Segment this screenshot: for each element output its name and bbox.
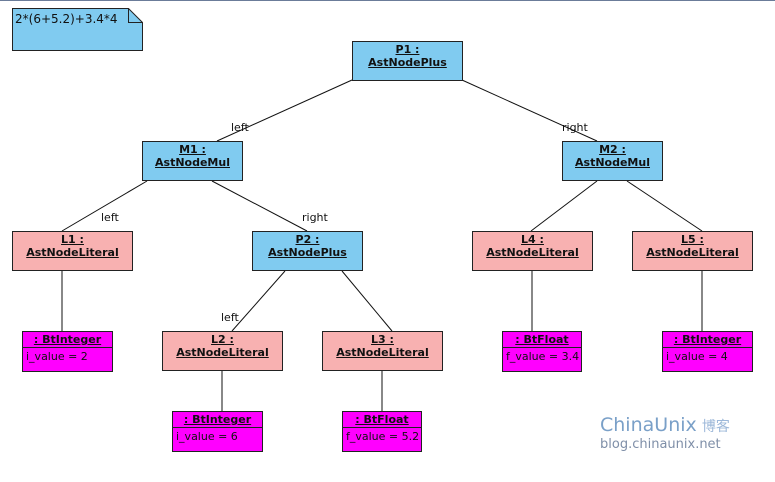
node-p2-name: P2 : bbox=[295, 233, 320, 246]
node-l5-name: L5 : bbox=[681, 233, 704, 246]
value-v2-type: : BtInteger bbox=[173, 412, 262, 428]
value-v3-type: : BtFloat bbox=[343, 412, 421, 428]
node-l4[interactable]: L4 : AstNodeLiteral bbox=[472, 231, 593, 271]
node-p2[interactable]: P2 : AstNodePlus bbox=[252, 231, 363, 271]
edge-m2-l5 bbox=[626, 180, 703, 232]
value-v4-type: : BtFloat bbox=[503, 332, 581, 348]
node-m1-name: M1 : bbox=[179, 143, 206, 156]
node-l1-type: AstNodeLiteral bbox=[26, 246, 119, 259]
top-border-line bbox=[0, 0, 775, 1]
expression-note: 2*(6+5.2)+3.4*4 bbox=[12, 8, 143, 51]
node-p1-type: AstNodePlus bbox=[368, 56, 447, 69]
edge-p1-m1 bbox=[216, 79, 353, 142]
value-v2-attr: i_value = 6 bbox=[176, 430, 238, 443]
value-v4-attr: f_value = 3.4 bbox=[506, 350, 580, 363]
node-l1-name: L1 : bbox=[61, 233, 84, 246]
value-v5[interactable]: : BtInteger i_value = 4 bbox=[662, 331, 753, 372]
node-l3[interactable]: L3 : AstNodeLiteral bbox=[322, 331, 443, 371]
node-p2-type: AstNodePlus bbox=[268, 246, 347, 259]
edge-m1-p2 bbox=[211, 180, 308, 232]
edge-label-p2-l2: left bbox=[221, 311, 239, 324]
edge-label-p1-m2: right bbox=[562, 121, 588, 134]
value-v1-type: : BtInteger bbox=[23, 332, 112, 348]
value-v5-attr: i_value = 4 bbox=[666, 350, 728, 363]
node-p1-name: P1 : bbox=[395, 43, 420, 56]
edge-m2-l4 bbox=[530, 180, 598, 232]
watermark-brand: ChinaUnix 博客 bbox=[600, 414, 730, 436]
node-l1[interactable]: L1 : AstNodeLiteral bbox=[12, 231, 133, 271]
value-v4[interactable]: : BtFloat f_value = 3.4 bbox=[502, 331, 582, 372]
value-v1-attr: i_value = 2 bbox=[26, 350, 88, 363]
watermark-brand-china: China bbox=[600, 414, 655, 436]
node-l3-type: AstNodeLiteral bbox=[336, 346, 429, 359]
node-l3-name: L3 : bbox=[371, 333, 394, 346]
edge-p2-l3 bbox=[341, 270, 393, 332]
edge-m1-l1 bbox=[61, 180, 148, 232]
note-shape bbox=[12, 8, 143, 51]
edge-p1-m2 bbox=[461, 79, 598, 142]
watermark: ChinaUnix 博客 blog.chinaunix.net bbox=[600, 414, 730, 452]
node-l4-name: L4 : bbox=[521, 233, 544, 246]
node-l2-type: AstNodeLiteral bbox=[176, 346, 269, 359]
value-v3[interactable]: : BtFloat f_value = 5.2 bbox=[342, 411, 422, 452]
node-m1[interactable]: M1 : AstNodeMul bbox=[142, 141, 243, 181]
watermark-url: blog.chinaunix.net bbox=[600, 437, 721, 452]
node-p1[interactable]: P1 : AstNodePlus bbox=[352, 41, 463, 81]
edge-label-p1-m1: left bbox=[231, 121, 249, 134]
value-v1[interactable]: : BtInteger i_value = 2 bbox=[22, 331, 113, 372]
node-m1-type: AstNodeMul bbox=[155, 156, 230, 169]
node-l4-type: AstNodeLiteral bbox=[486, 246, 579, 259]
value-v5-type: : BtInteger bbox=[663, 332, 752, 348]
edge-p2-l2 bbox=[231, 270, 286, 332]
node-l5[interactable]: L5 : AstNodeLiteral bbox=[632, 231, 753, 271]
watermark-suffix: 博客 bbox=[701, 419, 730, 435]
edge-label-m1-l1: left bbox=[101, 211, 119, 224]
node-m2-type: AstNodeMul bbox=[575, 156, 650, 169]
node-m2-name: M2 : bbox=[599, 143, 626, 156]
expression-text: 2*(6+5.2)+3.4*4 bbox=[15, 12, 118, 26]
value-v2[interactable]: : BtInteger i_value = 6 bbox=[172, 411, 263, 452]
watermark-brand-unix: Unix bbox=[654, 414, 697, 436]
node-l5-type: AstNodeLiteral bbox=[646, 246, 739, 259]
node-l2-name: L2 : bbox=[211, 333, 234, 346]
node-l2[interactable]: L2 : AstNodeLiteral bbox=[162, 331, 283, 371]
edge-label-m1-p2: right bbox=[302, 211, 328, 224]
value-v3-attr: f_value = 5.2 bbox=[346, 430, 420, 443]
node-m2[interactable]: M2 : AstNodeMul bbox=[562, 141, 663, 181]
